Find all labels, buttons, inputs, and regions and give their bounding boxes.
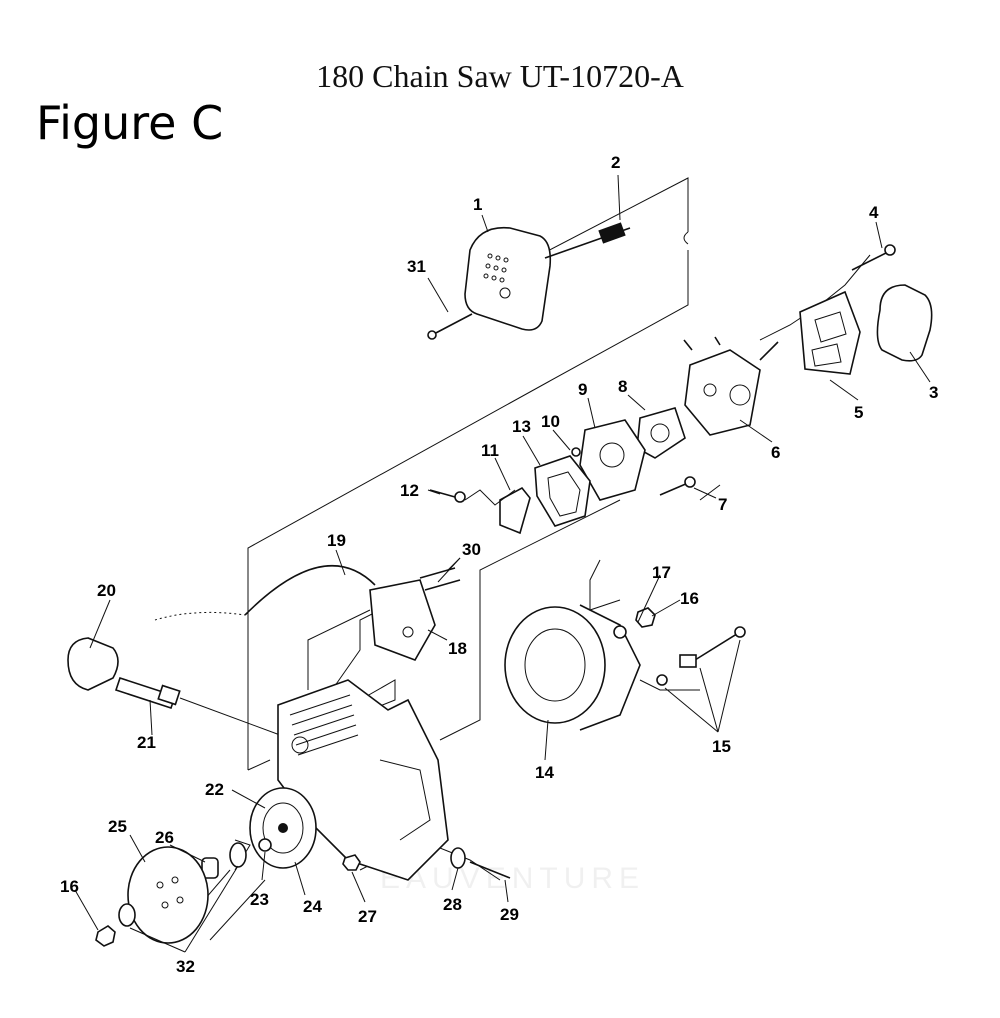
part-washer-32	[118, 903, 136, 927]
leader-lines	[74, 174, 931, 953]
part-rod-spring	[544, 222, 631, 259]
callout-labels: 1 2 3 4 5 6 7 8 9 10 11 12 13 14 15 16 1…	[60, 153, 938, 976]
part-bushing-26	[201, 842, 247, 879]
callout-6: 6	[771, 443, 780, 462]
callout-24: 24	[303, 897, 322, 916]
part-gasket-13	[534, 455, 591, 527]
part-nut-16-lower	[95, 925, 116, 947]
part-bolts-15	[656, 626, 746, 686]
callout-27: 27	[358, 907, 377, 926]
callout-3: 3	[929, 383, 938, 402]
part-washer-28	[450, 847, 466, 869]
part-air-filter-cover	[464, 226, 552, 331]
part-screw-7	[659, 476, 696, 496]
callout-9: 9	[578, 380, 587, 399]
callout-16-lower: 16	[60, 877, 79, 896]
part-filter-housing	[799, 290, 861, 375]
callout-26: 26	[155, 828, 174, 847]
part-screw-12	[429, 489, 466, 503]
part-nut-27	[342, 854, 361, 871]
callout-4: 4	[869, 203, 879, 222]
callout-15: 15	[712, 737, 731, 756]
callout-1: 1	[473, 195, 482, 214]
callout-17: 17	[652, 563, 671, 582]
part-pin-10	[571, 447, 581, 457]
part-block-18	[369, 579, 436, 661]
callout-12: 12	[400, 481, 419, 500]
part-screw-29	[469, 861, 511, 879]
part-carburetor	[683, 336, 779, 436]
callout-31: 31	[407, 257, 426, 276]
callout-20: 20	[97, 581, 116, 600]
part-spark-plug	[114, 676, 181, 710]
callout-10: 10	[541, 412, 560, 431]
callout-23: 23	[250, 890, 269, 909]
part-cylinder-crankcase	[277, 679, 449, 881]
part-drum-25	[127, 846, 209, 944]
callout-13: 13	[512, 417, 531, 436]
part-screw-4	[851, 244, 896, 271]
model-title: 180 Chain Saw UT-10720-A	[316, 58, 684, 94]
callout-32: 32	[176, 957, 195, 976]
callout-8: 8	[618, 377, 627, 396]
callout-21: 21	[137, 733, 156, 752]
callout-11: 11	[481, 441, 499, 460]
part-hub-23	[258, 838, 272, 852]
part-starter-housing	[504, 604, 641, 731]
callout-25: 25	[108, 817, 127, 836]
part-adaptor-9	[579, 419, 646, 501]
part-filter-element	[876, 284, 933, 362]
callout-30: 30	[462, 540, 481, 559]
callout-7: 7	[718, 495, 727, 514]
callout-18: 18	[448, 639, 467, 658]
callout-28: 28	[443, 895, 462, 914]
callout-5: 5	[854, 403, 863, 422]
callout-29: 29	[500, 905, 519, 924]
callout-2: 2	[611, 153, 620, 172]
callout-16-upper: 16	[680, 589, 699, 608]
part-clutch	[249, 787, 317, 869]
callout-14: 14	[535, 763, 554, 782]
callout-19: 19	[327, 531, 346, 550]
part-screw-31	[427, 313, 473, 340]
part-screws-30	[419, 567, 461, 591]
part-cap-20	[67, 637, 119, 691]
part-gasket-8	[636, 407, 686, 459]
part-washer-17	[613, 625, 627, 639]
part-nut-16-upper	[635, 607, 656, 628]
figure-title: Figure C	[36, 96, 224, 150]
part-fuel-line	[244, 564, 376, 616]
callout-22: 22	[205, 780, 224, 799]
part-clip-11	[499, 486, 531, 535]
